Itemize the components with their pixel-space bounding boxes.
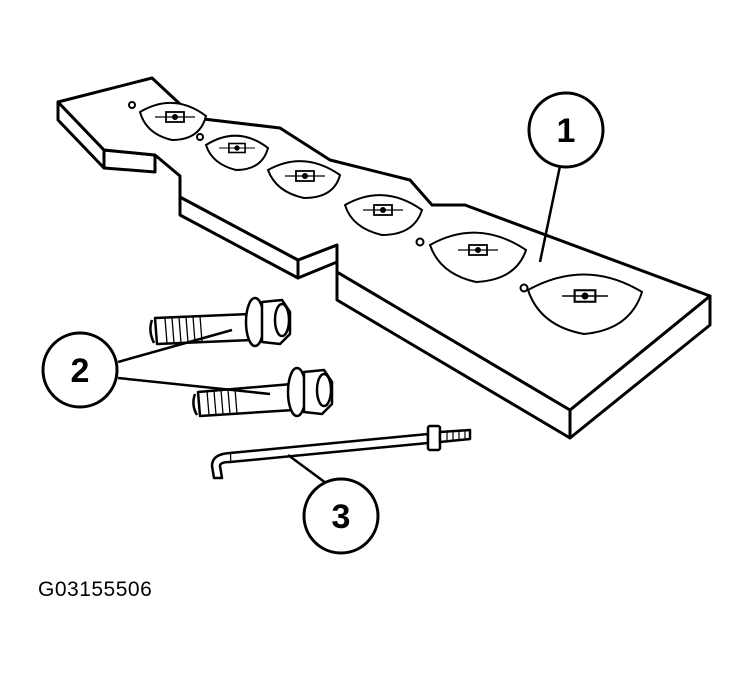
bolt-upper — [149, 296, 292, 348]
callout-2-label: 2 — [71, 352, 90, 390]
callout-3-label: 3 — [332, 498, 351, 536]
callout-3: 3 — [302, 477, 380, 555]
leader-lines — [117, 165, 562, 488]
cavity-6 — [526, 273, 644, 336]
hooked-rod — [210, 424, 472, 480]
cavity-1 — [138, 101, 208, 142]
hooked-rod-collar — [426, 424, 442, 452]
leader-1 — [538, 165, 562, 263]
leader-2a — [117, 328, 233, 364]
leader-3 — [287, 453, 331, 488]
callout-1: 1 — [527, 91, 605, 169]
cavity-2 — [204, 134, 270, 172]
cavity-5 — [428, 231, 528, 284]
leader-2b — [117, 376, 271, 396]
bolt-upper-shank — [153, 312, 254, 346]
callout-1-label: 1 — [557, 112, 576, 150]
bolt-lower — [192, 366, 334, 418]
cavity-3 — [266, 160, 342, 200]
plate-cavities — [128, 101, 644, 336]
callout-2: 2 — [41, 331, 119, 409]
figure-code: G03155506 — [38, 578, 153, 601]
cavity-4 — [343, 194, 424, 237]
